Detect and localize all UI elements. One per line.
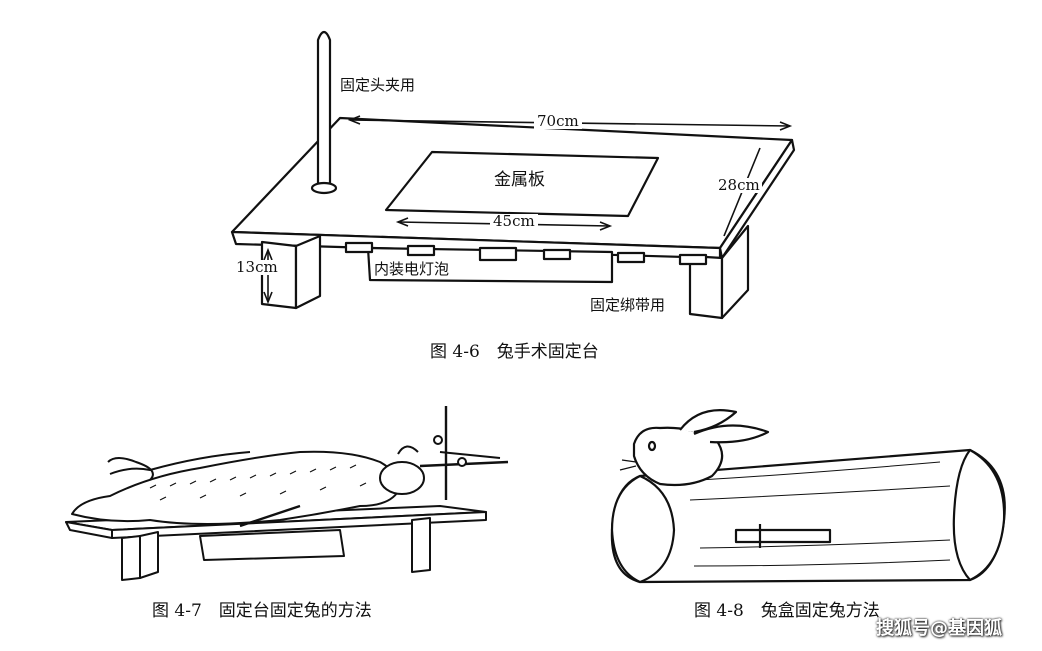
label-width: 28cm	[716, 176, 762, 194]
label-length: 70cm	[534, 114, 582, 129]
label-metal-plate: 金属板	[494, 170, 545, 190]
rabbit-box-latch	[734, 528, 832, 544]
strap-block	[678, 253, 708, 266]
fixing-table-leg	[411, 517, 431, 573]
caption-figure-4-8: 图 4-8 兔盒固定兔方法	[694, 601, 880, 621]
strap-block	[478, 246, 518, 262]
strap-block	[344, 241, 374, 254]
label-strap: 固定绑带用	[588, 296, 668, 314]
label-height: 13cm	[236, 258, 278, 276]
rabbit-head	[379, 461, 425, 495]
strap-block	[542, 248, 572, 261]
rabbit-head	[632, 426, 724, 487]
watermark: 搜狐号@基因狐	[876, 618, 1002, 639]
metal-plate	[384, 150, 660, 218]
caption-figure-4-7: 图 4-7 固定台固定兔的方法	[152, 601, 372, 621]
strap-block	[616, 251, 646, 264]
label-plate-width: 45cm	[490, 214, 538, 229]
rabbit-box-end-cap	[610, 474, 676, 584]
caption-figure-4-6: 图 4-6 兔手术固定台	[430, 342, 599, 362]
head-clamp-rod	[316, 30, 332, 188]
label-bulb: 内装电灯泡	[372, 260, 452, 278]
label-head-clamp: 固定头夹用	[340, 76, 416, 94]
strap-block	[406, 244, 436, 257]
